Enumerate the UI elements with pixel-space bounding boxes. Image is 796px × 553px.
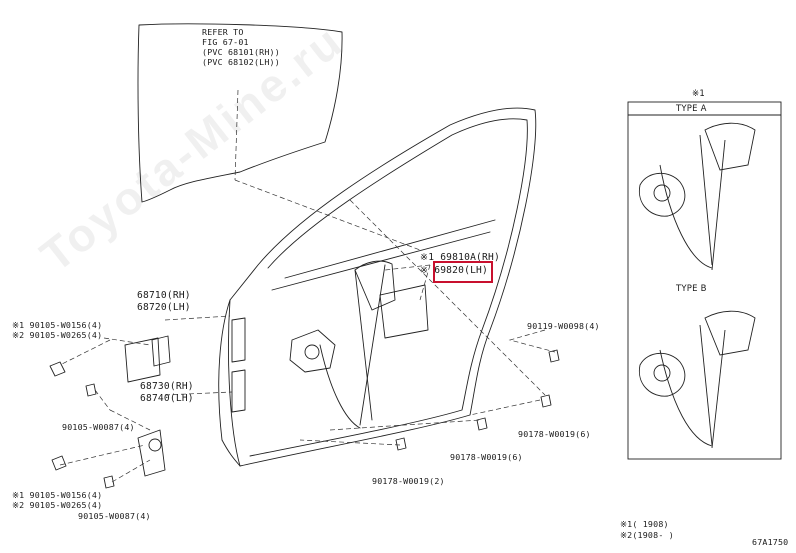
lower-hinge-rh-label: 68730(RH) [140, 381, 194, 392]
door-glass [137, 23, 343, 203]
panel-frame [627, 101, 782, 460]
bolt-lower-1-label: ※1 90105-W0156(4) [12, 490, 103, 500]
type-b-arm [659, 349, 713, 447]
glass-ref-line2: FIG 67-01 [202, 37, 249, 47]
type-a-top [704, 122, 756, 171]
bolt-right-mid-label: 90178-W0019(6) [518, 429, 591, 439]
type-a-label: TYPE A [676, 104, 707, 114]
regulator-rail [354, 269, 373, 421]
type-b-label: TYPE B [676, 284, 707, 294]
glass-ref-line3: (PVC 68101(RH)) [202, 47, 280, 57]
bolt-lower-2-label: ※2 90105-W0265(4) [12, 500, 103, 510]
type-a-arm [659, 164, 713, 269]
door-belt-line [284, 219, 496, 279]
regulator-motor-hub [304, 344, 320, 360]
footnote-2: ※2(1908- ) [620, 530, 674, 540]
lower-hinge-lh-label: 68740(LH) [140, 393, 194, 404]
type-a-motor [638, 172, 686, 217]
bolts [49, 349, 560, 489]
type-b-rail [699, 324, 713, 446]
door-frame [228, 107, 537, 467]
bolt-mid-label: 90105-W0087(4) [62, 422, 135, 432]
bolt-center-low-label: 90178-W0019(6) [450, 452, 523, 462]
upper-hinge-knuckle [151, 335, 171, 367]
door-hinge-area [231, 317, 246, 363]
upper-hinge-lh-label: 68720(LH) [137, 302, 191, 313]
door-front-pillar [218, 299, 231, 441]
bolt-upper-2-label: ※2 90105-W0265(4) [12, 330, 103, 340]
lower-hinge [137, 429, 166, 477]
door-hinge-area-2 [231, 369, 246, 413]
glass-ref-line1: REFER TO [202, 27, 244, 37]
type-a-rail [699, 134, 713, 266]
upper-hinge [124, 337, 161, 383]
type-b-motor [638, 352, 686, 397]
upper-hinge-rh-label: 68710(RH) [137, 290, 191, 301]
door-lower-edge [221, 439, 241, 467]
type-a-rail-2 [711, 139, 726, 271]
footnote-1: ※1( 1908) [620, 519, 669, 529]
type-b-rail-2 [711, 329, 726, 449]
regulator-top [354, 260, 396, 311]
door-frame-inner [249, 118, 528, 457]
regulator-rail-2 [359, 264, 386, 426]
regulator-rh-label: ※1 69810A(RH) [420, 252, 500, 263]
bolt-left-low-label: 90178-W0019(2) [372, 476, 445, 486]
bolt-bottom-label: 90105-W0087(4) [78, 511, 151, 521]
type-b-hub [653, 364, 671, 382]
regulator-motor [289, 329, 336, 373]
bolt-right-top-label: 90119-W0098(4) [527, 321, 600, 331]
regulator-lh-label: ※ 69820(LH) [420, 265, 488, 276]
bolt-upper-1-label: ※1 90105-W0156(4) [12, 320, 103, 330]
door-access-hole [379, 284, 429, 339]
regulator-cable [319, 344, 361, 429]
type-b-top [704, 310, 756, 356]
panel-note-label: ※1 [692, 89, 705, 99]
highlight-box [433, 261, 493, 283]
lower-hinge-pin [148, 438, 162, 452]
glass-ref-line4: (PVC 68102(LH)) [202, 57, 280, 67]
type-a-hub [653, 184, 671, 202]
figure-code: 67A1750 [752, 537, 789, 547]
